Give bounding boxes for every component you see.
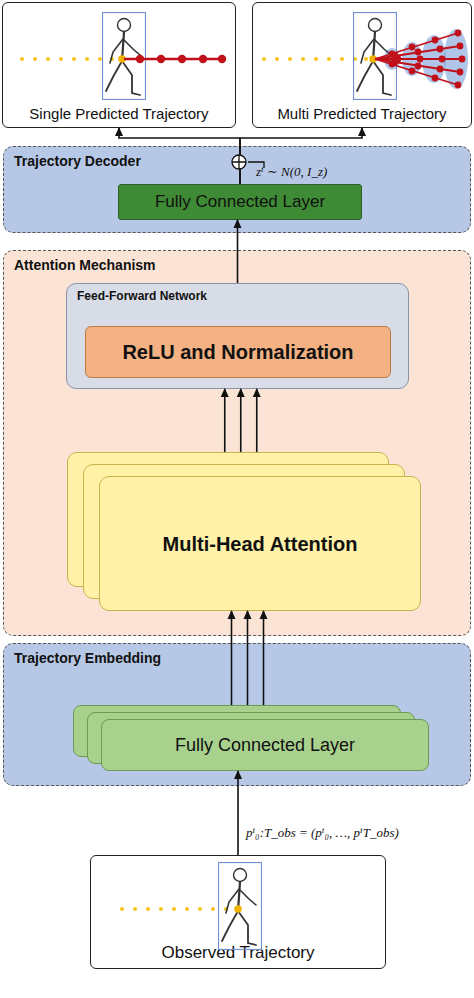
box-label: Single Predicted Trajectory	[3, 105, 235, 122]
layer-box: Fully Connected Layer	[118, 184, 362, 220]
box-label: ReLU and Normalization	[86, 341, 390, 364]
section-title: Trajectory Decoder	[14, 153, 470, 169]
box-label: Observed Trajectory	[91, 943, 385, 963]
section-title: Trajectory Embedding	[14, 650, 470, 666]
edge-label: pⁱ₀:T_obs = (pⁱ₀, …, pⁱT_obs)	[246, 825, 399, 841]
module-band: Attention MechanismFeed-Forward NetworkR…	[3, 250, 471, 636]
operation-box: ReLU and Normalization	[85, 326, 391, 378]
box-label: Fully Connected Layer	[102, 735, 428, 756]
module-band: Trajectory EmbeddingFully Connected Laye…	[3, 643, 471, 786]
section-title: Attention Mechanism	[14, 257, 470, 273]
box-label: Fully Connected Layer	[119, 192, 361, 212]
input-box: Observed Trajectory	[90, 855, 386, 969]
attention-box: Multi-Head Attention	[99, 476, 421, 611]
noise-label: zⁱ ∼ N(0, I_z)	[256, 164, 327, 180]
output-box: Multi Predicted Trajectory	[252, 2, 472, 128]
box-label: Multi Predicted Trajectory	[253, 105, 471, 122]
module-band: Trajectory DecoderFully Connected Layer	[3, 146, 471, 233]
section-title: Feed-Forward Network	[77, 290, 408, 304]
network-box: Feed-Forward NetworkReLU and Normalizati…	[66, 283, 409, 389]
box-label: Multi-Head Attention	[100, 532, 420, 555]
layer-box: Fully Connected Layer	[101, 719, 429, 771]
output-box: Single Predicted Trajectory	[2, 2, 236, 128]
